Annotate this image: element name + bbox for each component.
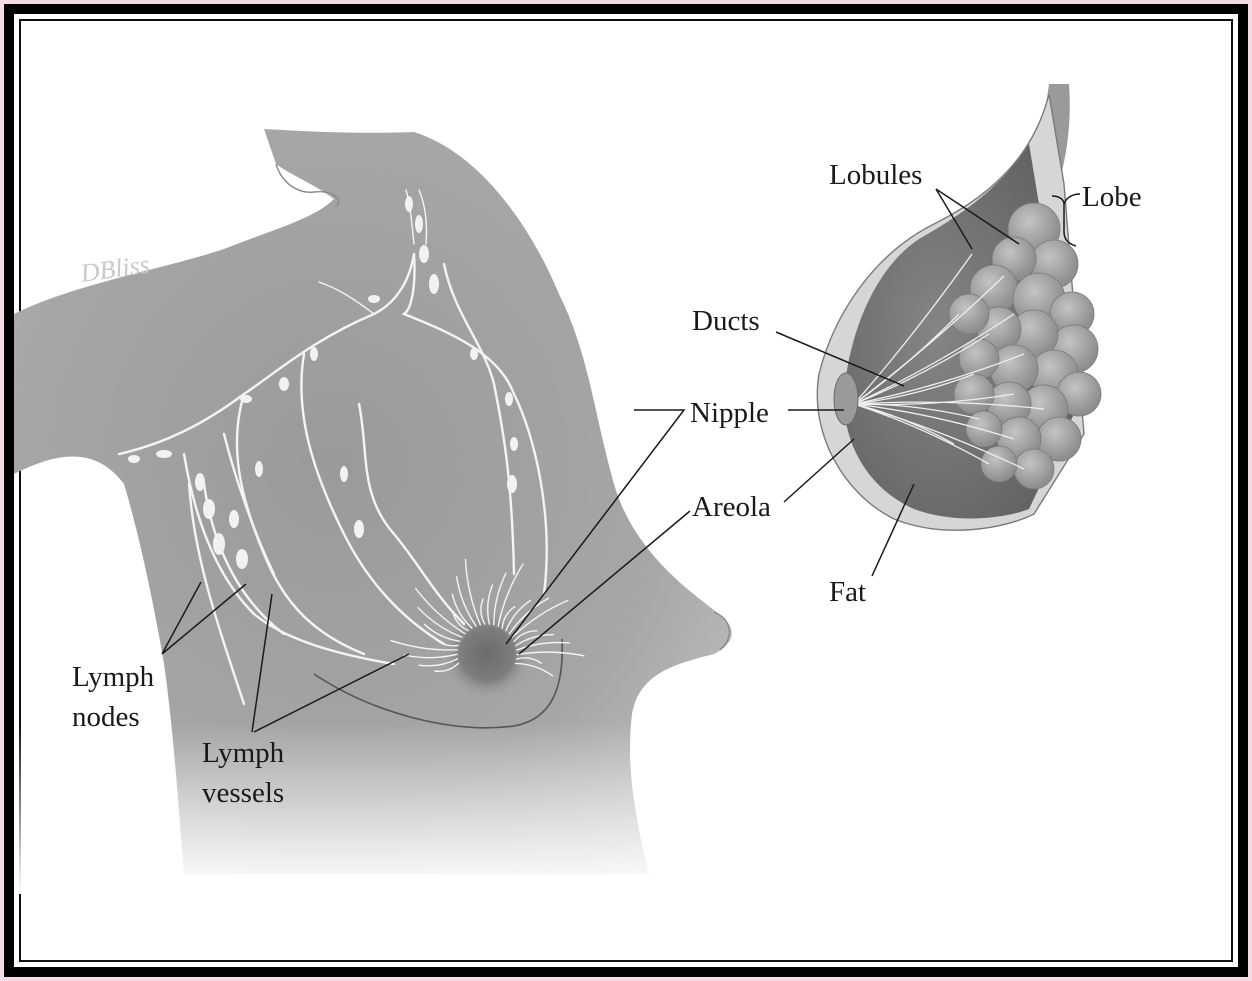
label-nipple: Nipple xyxy=(690,397,769,429)
lobule xyxy=(954,374,994,414)
label-lymph-vessels-line1: Lymph xyxy=(202,737,285,769)
label-lymph-nodes-line1: Lymph xyxy=(72,661,155,693)
bottom-fade xyxy=(14,114,774,894)
nipple-cross-section xyxy=(834,373,858,425)
illustration-panel: DBliss xyxy=(14,14,1238,967)
breast-anatomy-illustration: DBliss xyxy=(14,14,1238,967)
image-frame: DBliss xyxy=(4,4,1248,977)
lobule xyxy=(1014,449,1054,489)
label-lymph-vessels-line2: vessels xyxy=(202,777,284,809)
label-lobules: Lobules xyxy=(829,159,922,191)
label-fat: Fat xyxy=(829,576,866,608)
label-ducts: Ducts xyxy=(692,305,760,337)
lobule xyxy=(966,411,1002,447)
label-lymph-nodes-line2: nodes xyxy=(72,701,140,733)
lobule xyxy=(949,294,989,334)
breast-cross-section xyxy=(817,84,1101,530)
label-lobe: Lobe xyxy=(1082,181,1142,213)
label-areola: Areola xyxy=(692,491,771,523)
